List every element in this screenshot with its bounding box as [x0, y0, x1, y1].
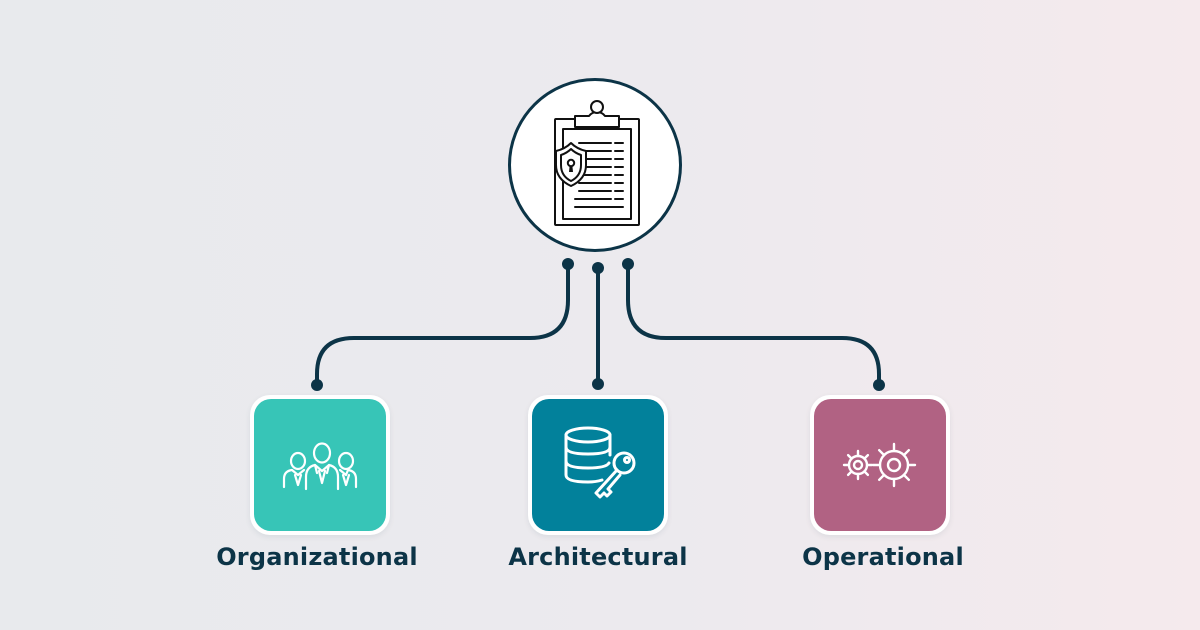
database-key-icon	[564, 426, 636, 499]
organizational-tile-fill	[254, 399, 386, 531]
organizational-label: Organizational	[216, 543, 418, 571]
architectural-label: Architectural	[508, 543, 688, 571]
team-people-icon	[282, 442, 358, 491]
operational-tile-fill	[814, 399, 946, 531]
architectural-tile	[528, 395, 668, 535]
security-policy-clipboard-icon	[554, 100, 640, 226]
connector-operational	[626, 262, 881, 387]
connector-dot	[592, 378, 604, 390]
connector-dot	[592, 262, 604, 274]
organizational-tile	[250, 395, 390, 535]
center-node	[508, 78, 682, 252]
connector-organizational	[315, 262, 570, 387]
connector-dot	[562, 258, 574, 270]
connector-dot	[622, 258, 634, 270]
architectural-tile-fill	[532, 399, 664, 531]
gears-icon	[842, 442, 917, 488]
operational-label: Operational	[802, 543, 964, 571]
connector-dot	[311, 379, 323, 391]
operational-tile	[810, 395, 950, 535]
connector-dot	[873, 379, 885, 391]
